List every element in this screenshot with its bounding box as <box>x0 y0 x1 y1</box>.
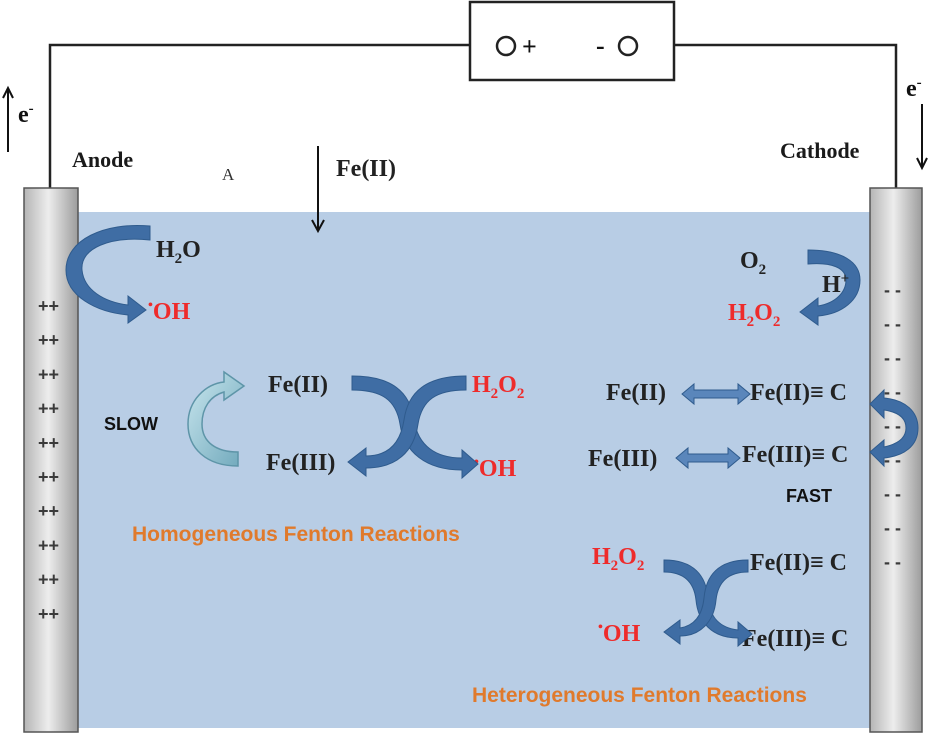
anode-label: Anode <box>72 147 133 172</box>
cathode-reduction-arrow <box>799 249 861 326</box>
fe2-homogeneous: Fe(II) <box>268 372 328 398</box>
electron-arrow-anode <box>2 85 14 152</box>
anode-oxidation-arrow <box>65 224 151 324</box>
h2o2-heterogeneous: H2O2 <box>592 544 644 574</box>
fe3-homogeneous: Fe(III) <box>266 450 335 476</box>
homogeneous-fenton-crossing-arrows <box>347 375 479 480</box>
fe3-bound-carbon: Fe(III)≡ C <box>742 442 848 468</box>
anode-charges: ++ ++ ++ ++ ++ ++ ++ ++ ++ ++ <box>38 296 59 624</box>
circuit-wire <box>48 43 898 188</box>
anode-charge: ++ <box>38 604 59 624</box>
fe2-equilibrium-arrow <box>681 382 751 406</box>
anode-charge: ++ <box>38 433 59 453</box>
fast-label: FAST <box>786 486 832 506</box>
anode-charge: ++ <box>38 399 59 419</box>
anode-charge: ++ <box>38 467 59 487</box>
h2o2-cathode: H2O2 <box>728 300 780 330</box>
heterogeneous-fenton-crossing-arrows <box>663 559 753 648</box>
cathode-charges: - -- -- -- -- -- -- -- -- - <box>884 280 901 572</box>
anode-charge: ++ <box>38 535 59 555</box>
oh-radical-homogeneous: •OH <box>474 455 517 482</box>
positive-terminal <box>495 35 517 57</box>
fe2-bound-carbon: Fe(II)≡ C <box>750 380 847 406</box>
oh-radical-anode: •OH <box>148 298 191 325</box>
cathode-charge: - - <box>884 382 901 402</box>
fe2-feed-label: Fe(II) <box>336 156 396 182</box>
h2o2-homogeneous: H2O2 <box>472 372 524 402</box>
anode-charge: ++ <box>38 296 59 316</box>
power-supply: + - <box>468 0 676 82</box>
electron-label-cathode: e- <box>906 75 922 102</box>
cathode-electrode <box>869 187 923 733</box>
slow-regeneration-arrow <box>187 370 246 467</box>
electron-arrow-cathode <box>916 104 928 171</box>
cathode-charge: - - <box>884 518 901 538</box>
cathode-charge: - - <box>884 416 901 436</box>
minus-sign: - <box>596 31 605 60</box>
homogeneous-title: Homogeneous Fenton Reactions <box>132 523 460 546</box>
fe2-free: Fe(II) <box>606 380 666 406</box>
fe2-bound-carbon-hetero: Fe(II)≡ C <box>750 550 847 576</box>
marker-a: A <box>222 165 235 184</box>
slow-label: SLOW <box>104 414 158 434</box>
cathode-charge: - - <box>884 484 901 504</box>
cathode-charge: - - <box>884 314 901 334</box>
fe2-feed-arrow <box>311 146 325 234</box>
o2-label: O2 <box>740 248 766 278</box>
cathode-label: Cathode <box>780 138 860 163</box>
h2o-label: H2O <box>156 237 201 267</box>
electron-label-anode: e- <box>18 101 34 128</box>
negative-terminal <box>617 35 639 57</box>
cathode-charge: - - <box>884 280 901 300</box>
anode-charge: ++ <box>38 364 59 384</box>
anode-charge: ++ <box>38 330 59 350</box>
fe3-bound-carbon-hetero: Fe(III)≡ C <box>742 626 848 652</box>
cathode-charge: - - <box>884 348 901 368</box>
plus-sign: + <box>522 32 537 61</box>
anode-charge: ++ <box>38 570 59 590</box>
oh-radical-heterogeneous: •OH <box>598 620 641 647</box>
fe3-equilibrium-arrow <box>675 446 741 470</box>
h-plus-label: H+ <box>822 271 849 298</box>
fast-regeneration-arrow <box>869 388 919 468</box>
heterogeneous-title: Heterogeneous Fenton Reactions <box>472 684 807 707</box>
anode-charge: ++ <box>38 501 59 521</box>
cathode-charge: - - <box>884 552 901 572</box>
fe3-free: Fe(III) <box>588 446 657 472</box>
